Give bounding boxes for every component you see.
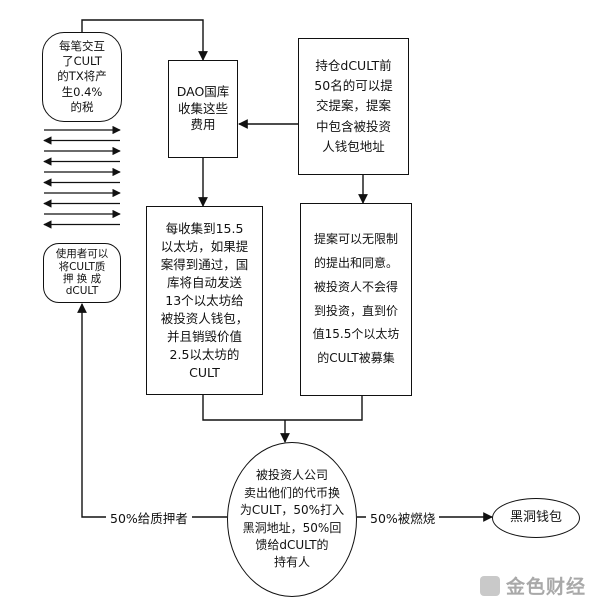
transaction-arrow-stack [43,125,121,229]
unlimited-node: 提案可以无限制 的提出和同意。 被投资人不会得 到投资，直到价 值15.5个以太… [300,203,412,396]
tax-node: 每笔交互 了CULT 的TX将产 生0.4% 的税 [42,32,122,122]
watermark: 金色财经 [479,572,586,599]
edge-label-burned: 50%被燃烧 [366,508,440,527]
edge-label-to-stakers: 50%给质押者 [106,508,192,527]
edge-tax-to-treasury [81,19,208,61]
watermark-logo-icon [479,575,500,596]
blackhole-node: 黑洞钱包 [492,498,580,538]
top50-node: 持仓dCULT前 50名的可以提 交提案，提案 中包含被投资 人钱包地址 [298,38,409,175]
staker-node: 使用者可以 将CULT质 押 换 成 dCULT [43,243,121,303]
treasury-node: DAO国库 收集这些 费用 [168,60,238,158]
auto-send-node: 每收集到15.5 以太坊，如果提 案得到通过，国 库将自动发送 13个以太坊给 … [146,206,263,395]
edge-merge-to-investee [202,395,363,442]
investee-node: 被投资人公司 卖出他们的代币换 为CULT，50%打入 黑洞地址，50%回 馈给… [227,442,357,597]
